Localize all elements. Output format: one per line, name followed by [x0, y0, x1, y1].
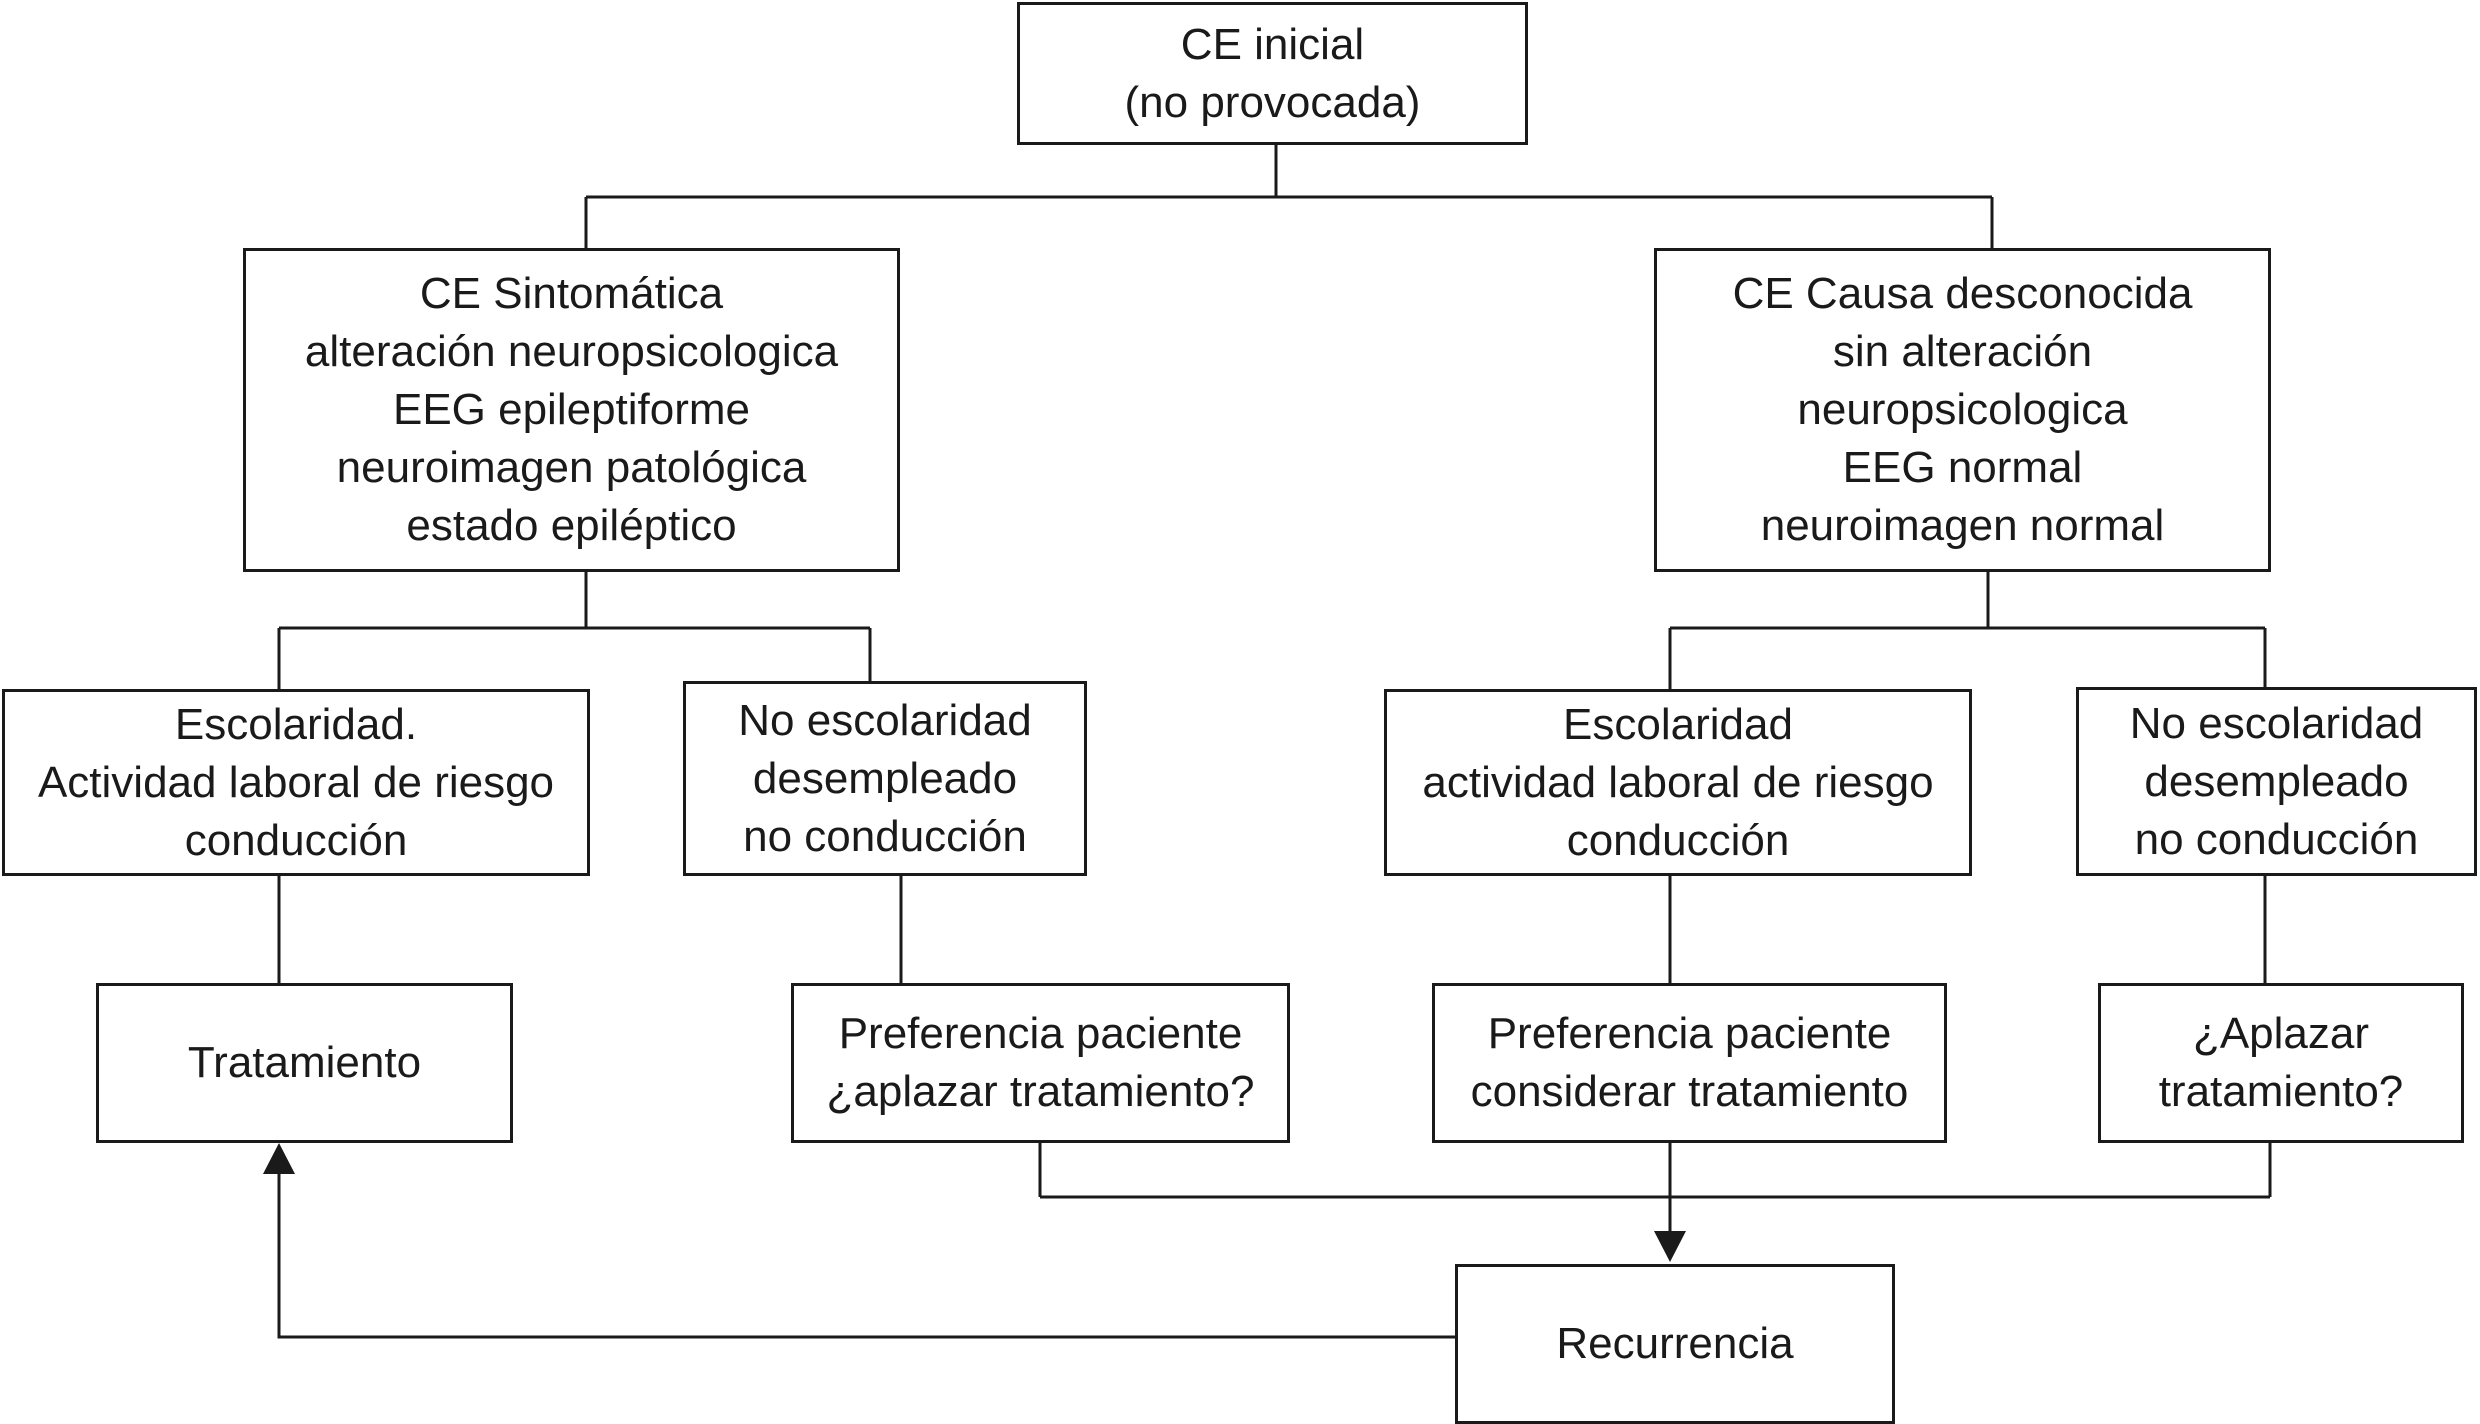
- node-line: desempleado: [752, 753, 1018, 803]
- node-line: sin alteración: [1832, 327, 2093, 376]
- edge-sintomatica-split: [277, 570, 872, 689]
- node-ce-sintomatica: CE Sintomática alteración neuropsicologi…: [243, 248, 900, 572]
- node-line: Escolaridad: [1563, 699, 1793, 749]
- node-ce-causa-desconocida: CE Causa desconocida sin alteración neur…: [1654, 248, 2271, 572]
- node-line: Escolaridad.: [174, 699, 418, 749]
- edge-desconocida-split: [1668, 572, 2267, 689]
- node-line: CE inicial: [1180, 19, 1365, 69]
- node-line: tratamiento?: [2158, 1067, 2404, 1116]
- node-no-escolaridad-desconocida: No escolaridad desempleado no conducción: [2076, 687, 2477, 876]
- node-line: Recurrencia: [1556, 1319, 1794, 1368]
- node-tratamiento: Tratamiento: [96, 983, 513, 1143]
- node-line: conducción: [1566, 815, 1790, 865]
- node-line: EEG normal: [1842, 443, 2083, 492]
- node-line: Actividad laboral de riesgo: [37, 757, 555, 807]
- node-line: No escolaridad: [738, 695, 1032, 745]
- node-line: CE Sintomática: [419, 269, 724, 318]
- node-recurrencia: Recurrencia: [1455, 1264, 1895, 1424]
- node-line: Tratamiento: [187, 1038, 422, 1087]
- node-line: conducción: [184, 815, 408, 865]
- edge-merge-recurrencia: [1038, 1141, 2272, 1233]
- node-line: Preferencia paciente: [838, 1009, 1243, 1058]
- node-ce-inicial: CE inicial (no provocada): [1017, 2, 1528, 145]
- node-escolaridad-sintomatica: Escolaridad. Actividad laboral de riesgo…: [2, 689, 590, 876]
- node-line: neuropsicologica: [1797, 385, 2128, 434]
- node-escolaridad-desconocida: Escolaridad actividad laboral de riesgo …: [1384, 689, 1972, 876]
- node-no-escolaridad-sintomatica: No escolaridad desempleado no conducción: [683, 681, 1087, 876]
- node-preferencia-considerar: Preferencia paciente considerar tratamie…: [1432, 983, 1947, 1143]
- node-line: No escolaridad: [2129, 698, 2424, 748]
- node-line: estado epiléptico: [406, 501, 737, 550]
- node-line: (no provocada): [1124, 77, 1421, 127]
- node-preferencia-aplazar: Preferencia paciente ¿aplazar tratamient…: [791, 983, 1290, 1143]
- node-line: alteración neuropsicologica: [304, 327, 839, 376]
- edge-inicial-split: [584, 143, 1994, 248]
- node-line: desempleado: [2144, 756, 2409, 806]
- node-line: ¿aplazar tratamiento?: [826, 1067, 1255, 1116]
- node-line: CE Causa desconocida: [1732, 269, 2193, 318]
- node-line: no conducción: [743, 811, 1027, 861]
- node-line: no conducción: [2134, 814, 2419, 864]
- node-line: ¿Aplazar: [2192, 1009, 2370, 1058]
- node-line: EEG epileptiforme: [392, 385, 751, 434]
- node-line: actividad laboral de riesgo: [1422, 757, 1934, 807]
- node-line: neuroimagen normal: [1760, 501, 2165, 550]
- node-line: neuroimagen patológica: [336, 443, 807, 492]
- edge-recurrencia-tratamiento: [277, 1168, 1455, 1339]
- node-aplazar-tratamiento: ¿Aplazar tratamiento?: [2098, 983, 2464, 1143]
- node-line: considerar tratamiento: [1470, 1067, 1909, 1116]
- arrowhead-tratamiento: [263, 1143, 295, 1174]
- node-line: Preferencia paciente: [1487, 1009, 1892, 1058]
- arrowhead-recurrencia: [1654, 1231, 1686, 1262]
